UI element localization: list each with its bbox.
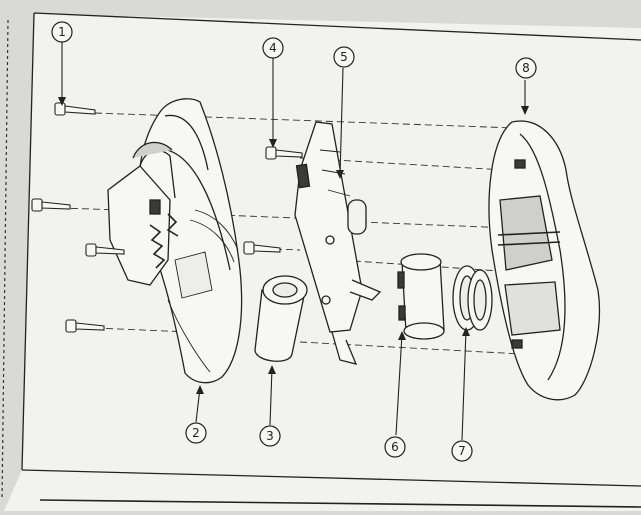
gasket-rings-part xyxy=(452,265,493,331)
screw-left-2 xyxy=(31,198,71,212)
callout-7: 7 xyxy=(451,440,473,462)
callout-2: 2 xyxy=(185,422,207,444)
motor-part xyxy=(397,253,445,340)
front-housing-part xyxy=(488,120,601,401)
screw-1 xyxy=(54,102,96,116)
circuit-board-part xyxy=(294,121,382,365)
callout-6: 6 xyxy=(384,436,406,458)
callout-label: 7 xyxy=(458,444,466,458)
callout-label: 6 xyxy=(391,440,399,454)
callout-1: 1 xyxy=(51,21,73,43)
callout-8: 8 xyxy=(515,57,537,79)
page-border-bottom xyxy=(21,469,641,487)
callout-3: 3 xyxy=(259,425,281,447)
callout-label: 2 xyxy=(192,426,200,440)
callout-4: 4 xyxy=(262,37,284,59)
screw-4 xyxy=(265,146,303,160)
screws xyxy=(31,102,303,333)
page-footer-rule xyxy=(39,499,641,508)
screw-mid xyxy=(243,241,281,255)
page-border-left xyxy=(21,12,35,471)
callout-label: 1 xyxy=(58,25,66,39)
screw-left-4 xyxy=(65,319,105,333)
callout-label: 8 xyxy=(522,61,530,75)
housing-half-part xyxy=(138,98,243,384)
callout-label: 5 xyxy=(340,50,348,64)
callout-label: 4 xyxy=(269,41,277,55)
belt-clip xyxy=(107,141,179,286)
screw-left-3 xyxy=(85,243,125,257)
callout-label: 3 xyxy=(266,429,274,443)
page-border-top xyxy=(33,12,641,41)
leader-arrowheads xyxy=(58,97,529,394)
callout-5: 5 xyxy=(333,46,355,68)
battery-cylinder-part xyxy=(254,275,308,362)
page-left-rule xyxy=(1,19,9,501)
